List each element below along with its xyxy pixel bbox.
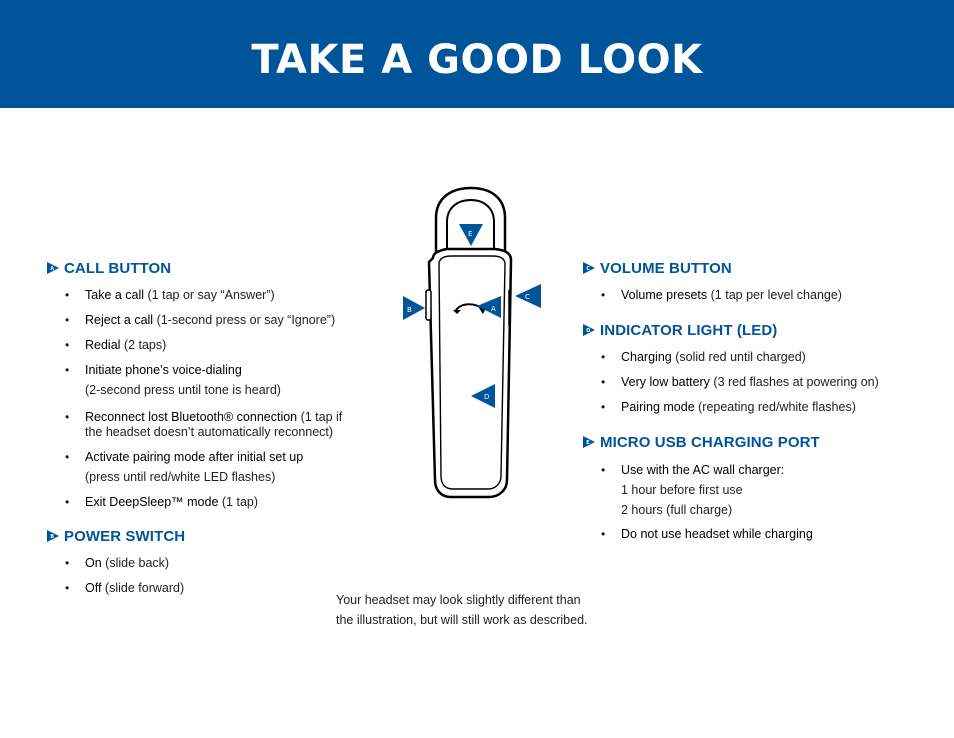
- marker-d-icon: D: [583, 324, 595, 336]
- list-item: •Reject a call (1-second press or say “I…: [65, 313, 336, 327]
- power-switch-list: •On (slide back) •Off (slide forward): [47, 554, 377, 597]
- list-item: •Redial (2 taps): [65, 338, 167, 352]
- header-banner: TAKE A GOOD LOOK: [0, 0, 954, 108]
- svg-text:B: B: [50, 534, 54, 540]
- svg-text:A: A: [491, 305, 496, 313]
- list-item: •Reconnect lost Bluetooth® connection (1…: [65, 410, 343, 439]
- marker-c-icon: C: [583, 262, 595, 274]
- page-title: TAKE A GOOD LOOK: [251, 37, 703, 83]
- section-title: D INDICATOR LIGHT (LED): [583, 320, 943, 340]
- section-title: C VOLUME BUTTON: [583, 258, 943, 278]
- call-button-list: •Take a call (1 tap or say “Answer”) •Re…: [47, 286, 377, 511]
- section-title: E MICRO USB CHARGING PORT: [583, 432, 943, 452]
- list-item: •Initiate phone’s voice-dialing(2-second…: [65, 363, 281, 397]
- list-item: •On (slide back): [65, 556, 170, 570]
- callout-a: A: [477, 296, 501, 318]
- marker-b-icon: B: [47, 530, 59, 542]
- list-item: •Use with the AC wall charger:1 hour bef…: [601, 463, 785, 517]
- section-micro-usb-port: E MICRO USB CHARGING PORT •Use with the …: [583, 432, 943, 543]
- svg-text:C: C: [586, 266, 590, 272]
- volume-button-list: •Volume presets (1 tap per level change): [583, 286, 943, 304]
- illustration-note: Your headset may look slightly different…: [336, 590, 588, 630]
- section-title-text: MICRO USB CHARGING PORT: [600, 433, 820, 451]
- section-title: B POWER SWITCH: [47, 526, 377, 546]
- svg-text:E: E: [468, 230, 472, 238]
- callout-b: B: [403, 296, 425, 320]
- note-line: the illustration, but will still work as…: [336, 613, 588, 627]
- callout-e: E: [459, 224, 483, 246]
- section-volume-button: C VOLUME BUTTON •Volume presets (1 tap p…: [583, 258, 943, 304]
- headset-illustration: E B A C D: [403, 186, 541, 499]
- section-title: A CALL BUTTON: [47, 258, 377, 278]
- micro-usb-list: •Use with the AC wall charger:1 hour bef…: [583, 460, 943, 543]
- list-item: •Volume presets (1 tap per level change): [601, 288, 842, 302]
- svg-text:E: E: [586, 440, 590, 446]
- svg-text:B: B: [407, 306, 412, 314]
- list-item: •Activate pairing mode after initial set…: [65, 450, 304, 484]
- list-item: •Exit DeepSleep™ mode (1 tap): [65, 495, 259, 509]
- list-item: •Very low battery (3 red flashes at powe…: [601, 375, 879, 389]
- section-title-text: VOLUME BUTTON: [600, 259, 732, 277]
- svg-text:D: D: [586, 328, 590, 334]
- list-item: •Pairing mode (repeating red/white flash…: [601, 400, 856, 414]
- marker-e-icon: E: [583, 436, 595, 448]
- svg-text:A: A: [50, 266, 54, 272]
- section-title-text: CALL BUTTON: [64, 259, 172, 277]
- section-power-switch: B POWER SWITCH •On (slide back) •Off (sl…: [47, 526, 377, 597]
- marker-a-icon: A: [47, 262, 59, 274]
- callout-c: C: [515, 284, 541, 308]
- note-line: Your headset may look slightly different…: [336, 593, 581, 607]
- list-item: •Off (slide forward): [65, 581, 185, 595]
- section-title-text: INDICATOR LIGHT (LED): [600, 321, 778, 339]
- list-item: •Charging (solid red until charged): [601, 350, 806, 364]
- indicator-light-list: •Charging (solid red until charged) •Ver…: [583, 348, 943, 416]
- list-item: •Take a call (1 tap or say “Answer”): [65, 288, 275, 302]
- section-indicator-light: D INDICATOR LIGHT (LED) •Charging (solid…: [583, 320, 943, 416]
- svg-text:C: C: [525, 293, 530, 301]
- svg-text:D: D: [484, 393, 489, 401]
- list-item: •Do not use headset while charging: [601, 527, 813, 541]
- section-title-text: POWER SWITCH: [64, 527, 186, 545]
- callout-d: D: [471, 384, 495, 408]
- section-call-button: A CALL BUTTON •Take a call (1 tap or say…: [47, 258, 377, 511]
